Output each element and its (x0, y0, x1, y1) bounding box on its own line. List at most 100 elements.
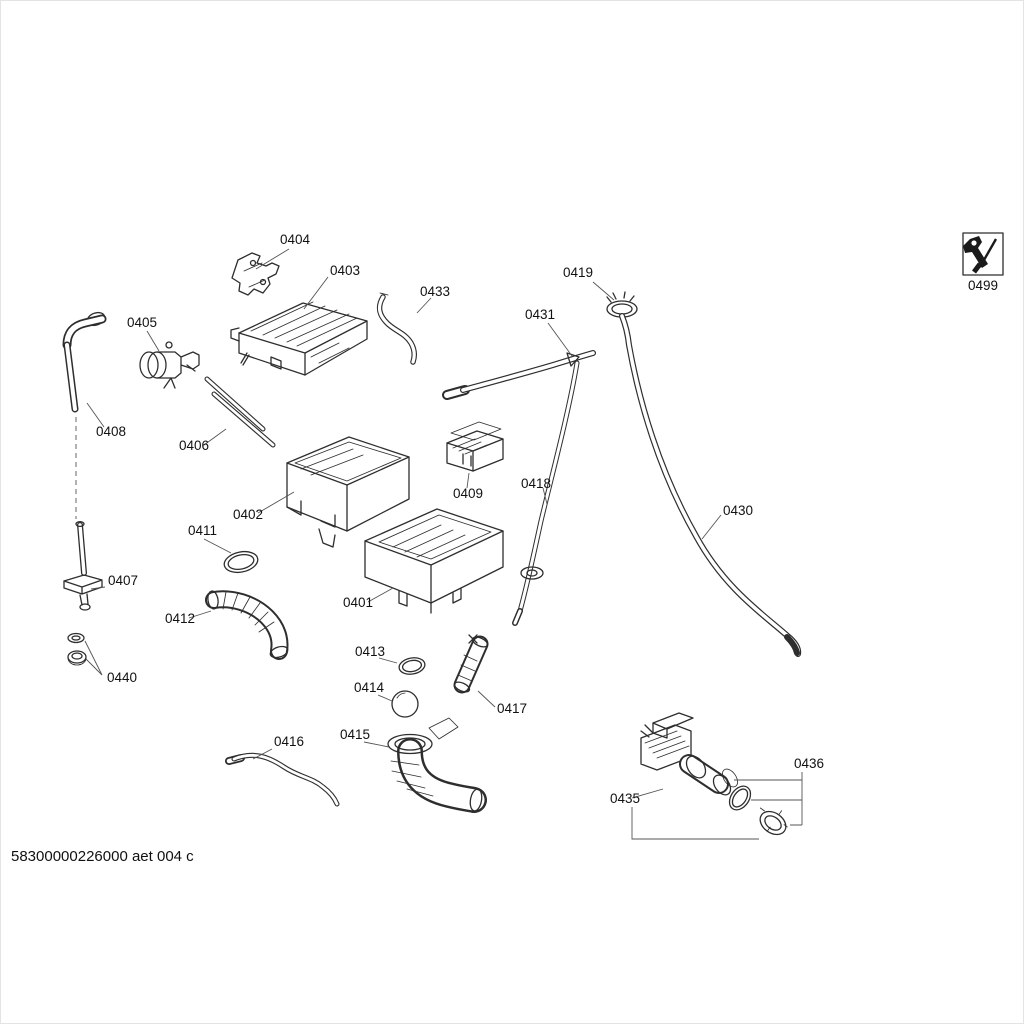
drawing-path (227, 553, 255, 571)
part-0408-elbow-hose-drawing (62, 311, 107, 519)
drawing-path (722, 768, 738, 788)
drawing-path (243, 262, 266, 288)
drawing-path (207, 590, 219, 610)
part-0435-valve-assembly-drawing (640, 712, 738, 796)
drawing-path (67, 632, 85, 644)
part-0415-elbow-hose-drawing (387, 717, 487, 813)
drawing-path (318, 528, 336, 548)
part-0416-hose-drawing (225, 752, 340, 807)
drawing-path (71, 652, 83, 660)
drawing-path (231, 752, 340, 807)
part-label-0403: 0403 (330, 263, 360, 278)
leader-0435 (631, 788, 759, 840)
part-0436-gasket-cap-drawing (728, 785, 788, 836)
drawing-path (165, 341, 173, 349)
part-label-0405: 0405 (127, 315, 157, 330)
part-0411-seal-drawing (223, 550, 259, 574)
drawing-path (963, 236, 988, 268)
part-label-0440: 0440 (107, 670, 137, 685)
drawing-path (378, 514, 492, 560)
leader-0407 (90, 586, 106, 590)
drawing-path (286, 462, 348, 532)
drawing-path (728, 785, 752, 811)
drawing-path (139, 351, 159, 379)
drawing-path (79, 603, 91, 611)
leader-0406 (203, 428, 227, 446)
drawing-path (468, 634, 478, 644)
part-label-0416: 0416 (274, 734, 304, 749)
part-label-0412: 0412 (165, 611, 195, 626)
drawing-path (518, 361, 579, 613)
drawing-path (147, 351, 167, 379)
drawing-path (652, 712, 694, 730)
leader-0436 (734, 772, 803, 826)
drawing-path (457, 654, 478, 682)
drawing-path (377, 295, 416, 364)
drawing-path (450, 421, 502, 441)
leader-0430 (701, 514, 722, 540)
drawing-path (398, 657, 426, 675)
drawing-path (472, 438, 504, 472)
drawing-path (232, 753, 339, 806)
part-0430-hose-drawing (619, 313, 802, 657)
leader-lines (84, 248, 803, 840)
drawing-path (972, 262, 982, 274)
leader-0433 (416, 297, 432, 314)
wrench-screwdriver-icon (963, 236, 998, 274)
leader-0416 (252, 748, 273, 760)
part-label-0414: 0414 (354, 680, 385, 695)
drawing-path (526, 569, 538, 577)
leader-0413 (378, 657, 398, 664)
drawing-path (462, 453, 472, 467)
drawing-path (63, 574, 103, 588)
document-code: 58300000226000 aet 004 c (11, 848, 194, 865)
part-0417-valve-insert-drawing (453, 634, 489, 694)
part-0431-hose-drawing (442, 350, 596, 400)
drawing-path (401, 659, 423, 673)
drawing-path (428, 717, 459, 740)
drawing-path (346, 456, 410, 532)
drawing-path (398, 588, 462, 607)
leader-0402 (257, 491, 295, 514)
drawing-path (453, 681, 471, 693)
drawing-path (469, 788, 483, 812)
part-0406-tubes-drawing (204, 376, 276, 448)
drawing-path (620, 314, 800, 656)
drawing-path (222, 591, 275, 633)
drawing-path (379, 292, 389, 296)
drawing-path (513, 609, 522, 625)
drawing-path (446, 442, 474, 472)
drawing-path (65, 343, 77, 411)
part-labels: 0404 0403 0433 0419 0431 0405 0408 0406 … (96, 232, 998, 806)
leader-0419 (592, 281, 615, 301)
service-tools-box (962, 232, 1004, 276)
drawing-path (269, 645, 289, 659)
leader-0408 (86, 402, 105, 428)
service-tools-frame (962, 232, 1004, 276)
drawing-path (67, 650, 87, 664)
drawing-path (759, 810, 787, 836)
part-label-0406: 0406 (179, 438, 209, 453)
drawing-path (300, 448, 364, 476)
drawing-path (364, 540, 432, 604)
leader-0405 (146, 330, 160, 352)
part-label-0417: 0417 (497, 701, 527, 716)
part-label-0415: 0415 (340, 727, 370, 742)
leader-0431 (547, 322, 573, 357)
drawing-path (759, 807, 788, 832)
drawing-path (396, 692, 406, 699)
drawing-path (430, 530, 504, 604)
drawing-path (387, 733, 433, 755)
part-label-0430: 0430 (723, 503, 753, 518)
part-label-0419: 0419 (563, 265, 593, 280)
drawing-path (205, 377, 265, 431)
part-label-0436: 0436 (794, 756, 824, 771)
drawing-path (286, 500, 336, 528)
drawing-path (212, 392, 275, 447)
drawing-path (231, 252, 280, 296)
leader-0403 (303, 276, 329, 310)
drawing-path (784, 634, 800, 656)
drawing-path (640, 724, 654, 738)
drawing-path (240, 352, 250, 366)
